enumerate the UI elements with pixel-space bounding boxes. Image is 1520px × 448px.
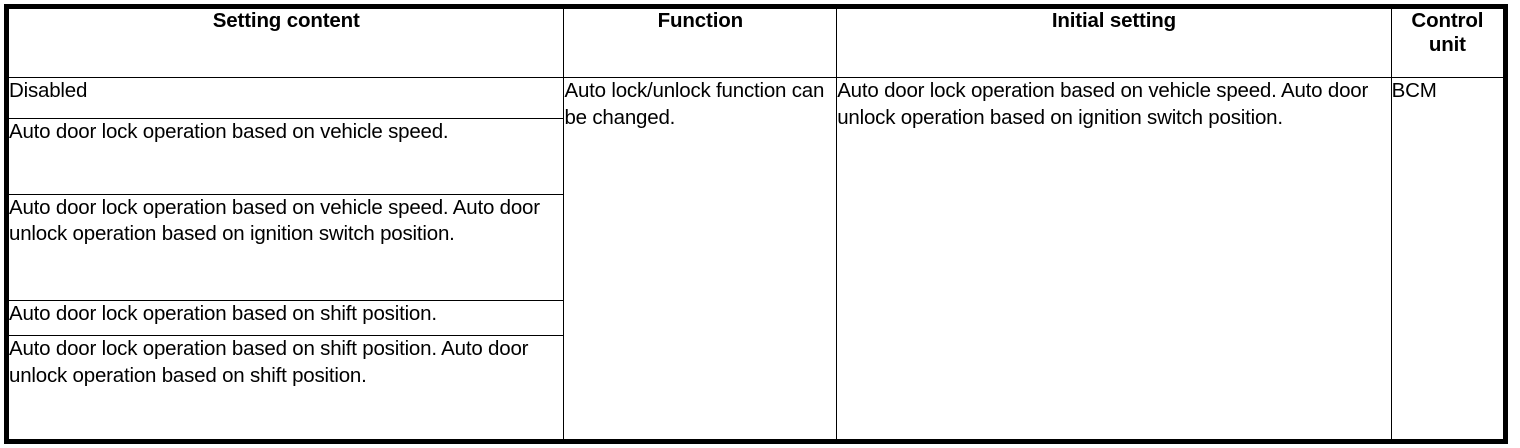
auto-door-lock-settings-table: Setting content Function Initial setting… [4, 4, 1508, 444]
initial-setting-text: Auto door lock operation based on vehicl… [837, 79, 1369, 129]
control-unit-cell: BCM [1390, 77, 1507, 442]
setting-content-text: Disabled [9, 79, 88, 102]
setting-content-cell: Auto door lock operation based on shift … [5, 335, 565, 442]
setting-content-cell: Auto door lock operation based on shift … [5, 300, 565, 337]
table-row: Auto door lock operation based on vehicl… [5, 193, 1506, 302]
table-row: Auto door lock operation based on shift … [5, 300, 1506, 337]
table-row: Auto door lock operation based on shift … [5, 335, 1506, 442]
column-header-initial-setting: Initial setting [836, 6, 1392, 78]
function-cell: Auto lock/unlock function can be changed… [563, 77, 838, 442]
setting-content-cell: Auto door lock operation based on vehicl… [5, 118, 565, 195]
table-header: Setting content Function Initial setting… [5, 6, 1507, 78]
column-header-function: Function [563, 6, 838, 78]
table-body: Disabled Auto lock/unlock function can b… [5, 76, 1507, 442]
column-header-setting-content: Setting content [5, 6, 565, 78]
setting-content-cell: Auto door lock operation based on vehicl… [5, 193, 565, 302]
table-row: Auto door lock operation based on vehicl… [5, 118, 1506, 195]
function-text: Auto lock/unlock function can be changed… [564, 79, 825, 129]
control-unit-text: BCM [1391, 79, 1437, 102]
table-row: Disabled Auto lock/unlock function can b… [5, 76, 1507, 442]
setting-content-text: Auto door lock operation based on vehicl… [9, 195, 540, 246]
setting-content-text: Auto door lock operation based on shift … [9, 302, 437, 326]
column-header-control-unit: Control unit [1390, 6, 1507, 78]
spec-table-container: Setting content Function Initial setting… [4, 4, 1508, 444]
setting-content-text: Auto door lock operation based on vehicl… [9, 120, 449, 144]
table-header-row: Setting content Function Initial setting… [5, 6, 1507, 78]
setting-content-text: Auto door lock operation based on shift … [9, 337, 529, 388]
setting-content-cell: Disabled [5, 76, 565, 120]
initial-setting-cell: Auto door lock operation based on vehicl… [836, 77, 1392, 442]
